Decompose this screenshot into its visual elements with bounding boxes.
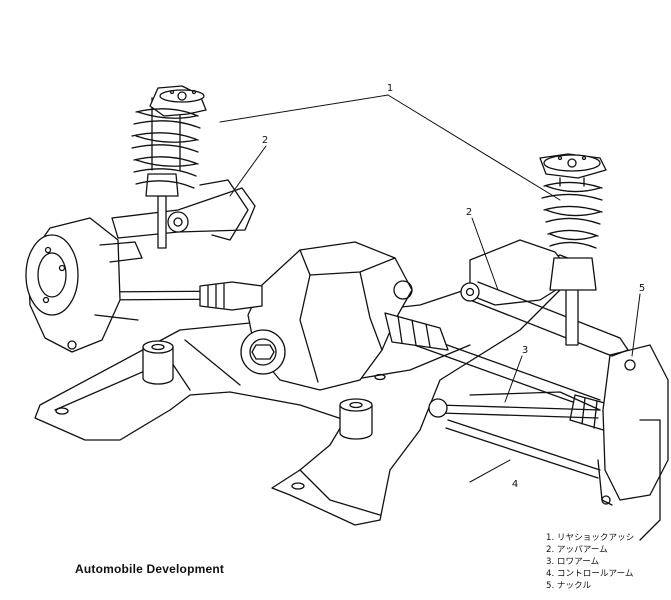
callout-3: 3: [522, 345, 528, 356]
upper-arm-right: [460, 239, 629, 357]
callout-2-right: 2: [466, 207, 472, 218]
callout-2-left: 2: [262, 135, 268, 146]
legend-item: 2. アッパアーム: [546, 545, 608, 555]
credit-label: Automobile Development: [75, 562, 225, 576]
callout-4: 4: [512, 479, 518, 490]
legend-item: 5. ナックル: [546, 581, 592, 591]
rear-shock-left: [131, 85, 207, 249]
differential: [240, 241, 413, 391]
parts-legend: 1. リヤショックアッシ 2. アッパアーム 3. ロワアーム 4. コントロー…: [546, 532, 634, 592]
legend-item: 1. リヤショックアッシ: [546, 533, 635, 543]
leader-lines: [219, 94, 641, 483]
knuckle-left: [25, 217, 143, 353]
subframe-mount-right: [339, 398, 373, 440]
rear-shock-right: [539, 153, 607, 346]
callout-1: 1: [387, 83, 393, 94]
legend-item: 3. ロワアーム: [546, 557, 600, 567]
control-arm-right: [445, 391, 601, 479]
lower-arm-right: [428, 398, 601, 419]
subframe-mount-left: [142, 340, 174, 385]
upper-arm-left: [111, 179, 256, 241]
callout-5: 5: [639, 283, 645, 294]
knuckle-right: [597, 344, 669, 541]
legend-item: 4. コントロールアーム: [546, 569, 634, 579]
